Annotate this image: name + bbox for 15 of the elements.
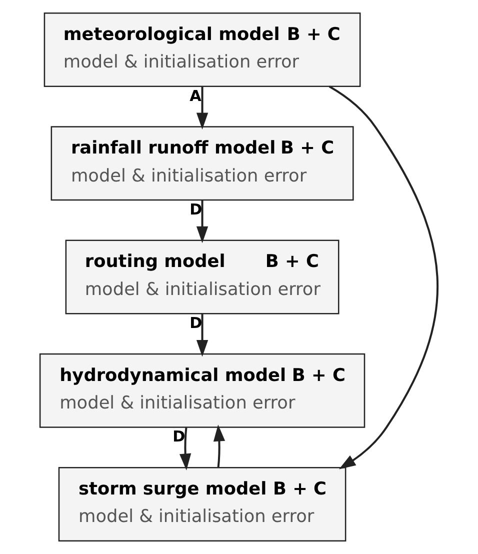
node-box: storm surge model B + C model & initialisation error <box>58 467 346 542</box>
node-box: hydrodynamical model B + C model & initialisation error <box>39 353 366 428</box>
node-box: meteorological model B + C model & initialisation error <box>44 12 361 87</box>
edge-label: D <box>190 200 202 218</box>
edge-label: A <box>190 86 202 105</box>
arrow <box>179 428 192 470</box>
arrow <box>196 86 208 130</box>
edge-label: D <box>172 428 186 446</box>
arrow <box>213 424 226 468</box>
node-box: rainfall runoff model B + C model & initialisation error <box>50 126 354 201</box>
arrow <box>196 314 208 357</box>
node-box: routing model B + C model & initialisation error <box>65 240 340 314</box>
edge-label: D <box>190 314 202 332</box>
arrow <box>196 200 208 244</box>
arrow <box>328 86 438 470</box>
